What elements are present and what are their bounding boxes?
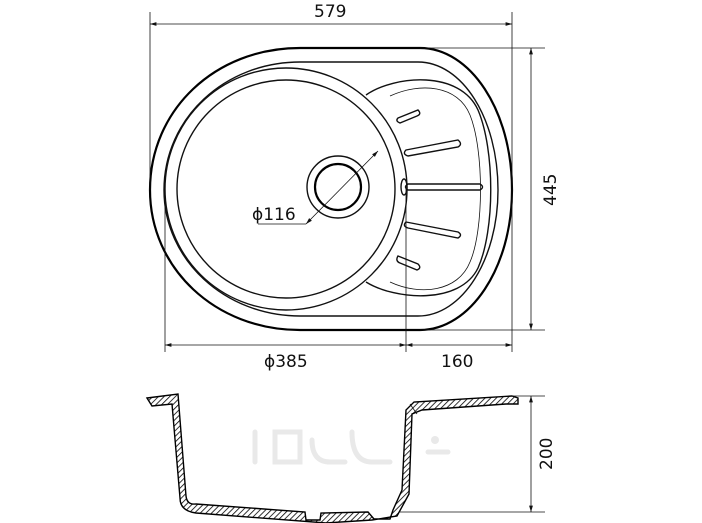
overall-depth-dimension: 445 [420,47,561,331]
sink-cross-section [145,393,519,523]
drainboard-groove [403,139,462,157]
bowl-outer-circle [164,67,408,311]
drain-diameter-label: ϕ116 [252,205,296,225]
bowl-height-label: 200 [537,438,557,470]
drainboard-groove [403,221,462,239]
overall-width-label: 579 [314,2,346,22]
drainboard-groove [404,183,484,191]
section-view [145,393,519,523]
drainboard-outline [365,79,492,297]
bottom-dimensions: ϕ385 160 [164,189,513,372]
bowl-inner-circle [176,79,396,299]
overall-depth-label: 445 [541,174,561,206]
watermark-logo [252,429,451,465]
drainboard-groove [396,255,421,271]
sink-rim-inner-outline [163,61,499,317]
bowl-height-dimension: 200 [400,395,557,513]
drainboard-groove [396,109,421,124]
drainboard-width-label: 160 [441,352,473,372]
top-view: ϕ116 [148,46,514,332]
overall-width-dimension: 579 [149,2,513,190]
drain-inner-circle [313,162,363,212]
drain-outer-circle [306,155,370,219]
drainboard-inner-outline [389,87,481,291]
drain-diameter-leader [305,150,379,225]
bowl-diameter-label: ϕ385 [264,352,308,372]
overflow-hole [400,178,408,196]
sink-outer-outline [148,46,514,332]
drainboard-grooves [396,109,484,271]
